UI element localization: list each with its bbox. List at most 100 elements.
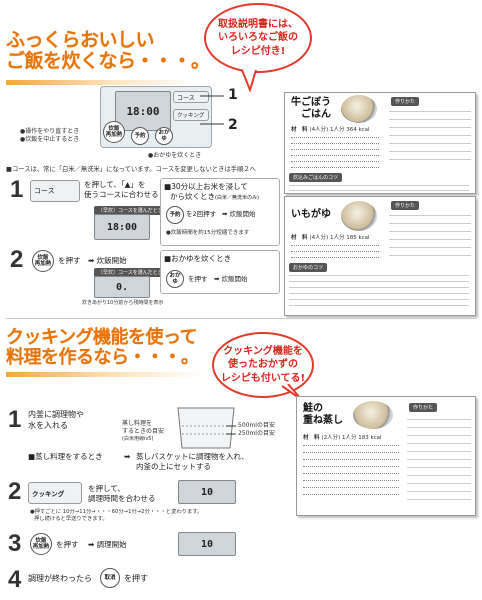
imogayu-servings: (4人分) 1人分 185 kcal — [309, 235, 370, 241]
gobo-material: 材 料 — [291, 127, 308, 133]
s2-step1-text-line1: 内釜に調理物や — [28, 410, 84, 419]
panel-cook-button[interactable]: 炊飯再加熱 — [103, 121, 125, 143]
s2-step2-note-line2: 押し続けると早送りできます。 — [34, 516, 108, 522]
s1-step2-arrow-text: 炊飯開始 — [96, 256, 127, 265]
okayu-box-arrow-text: 炊飯開始 — [221, 275, 248, 283]
okayu-box-arrow: ➡ 炊飯開始 — [214, 275, 248, 283]
section1-headline-underline — [6, 80, 196, 85]
course-note: ■コースは、常に「白米／無洗米」になっています。コースを変更しないときは手順２へ — [6, 166, 256, 173]
imogayu-title: いもがゆ — [291, 209, 331, 220]
bubble-line2: いろいろなご飯の — [218, 32, 298, 44]
sake-material-row: 材 料 (2人分) 1人分 183 kcal — [303, 435, 382, 442]
gobo-material-row: 材 料 (4人分) 1人分 364 kcal — [291, 127, 370, 134]
s2-step2-note-line1: ●押すごとに 10分→11分→・・・60分→1分→2分・・・と変わります。 — [30, 509, 203, 515]
steam-line1: 蒸し料理を — [122, 420, 153, 427]
steam-note-label: ■蒸し料理をするとき — [28, 452, 103, 461]
s1-step2-text: を押す — [58, 256, 81, 265]
okayu-box-button[interactable]: おかゆ — [166, 270, 184, 288]
soak-arrow-text: 炊飯開始 — [229, 210, 256, 218]
s1-step1-tag: 〔早炊〕コースを選んだとき — [94, 206, 167, 215]
s1-step2-number: 2 — [10, 246, 24, 273]
bubble2-line2: 使ったおかずの — [228, 359, 298, 371]
section2-headline-underline — [6, 372, 206, 377]
section2-headline-line2: 料理を作るなら・・・。 — [6, 347, 199, 369]
imogayu-tips: おかゆのコツ — [289, 263, 328, 272]
steam-line3: (白米用線ⅰⅴ5) — [122, 436, 154, 442]
soak-arrow: ➡ 炊飯開始 — [222, 210, 256, 218]
imogayu-howto: 作りかた — [391, 201, 420, 210]
bubble2-line1: クッキング機能を — [223, 345, 303, 357]
panel-callout-1: 1 — [228, 87, 238, 103]
gobo-title: 牛ごぼう ごはん — [291, 97, 331, 120]
bubble-line1: 取扱説明書には、 — [218, 18, 298, 30]
panel-callout-lines — [200, 95, 224, 125]
section1-headline-line1: ふっくらおいしい — [6, 29, 155, 51]
imogayu-photo — [341, 201, 377, 231]
gobo-title-line2: ごはん — [301, 108, 331, 120]
bubble-line3: レシピ付き! — [230, 45, 286, 57]
s1-step1-text-line2: 使うコースに合わせる — [84, 190, 159, 199]
s1-step2-cook-button[interactable]: 炊飯再加熱 — [32, 250, 54, 272]
s1-step1-lcd: 18:00 — [94, 214, 150, 240]
s2-step3-number: 3 — [8, 530, 22, 557]
gobo-title-line1: 牛ごぼう — [291, 97, 331, 108]
s2-step3-arrow: ➡ 調理開始 — [88, 540, 127, 549]
s1-step1-text-line1: を押して、「▲」を — [84, 180, 146, 189]
s2-step4-cancel-button[interactable]: 取消 — [100, 568, 120, 588]
panel-note-okayu: ●おかゆを炊くとき — [148, 152, 202, 159]
sake-title-line2: 重ね蒸し — [303, 415, 343, 426]
recipe-card-gobo: 牛ごぼう ごはん 作りかた 材 料 (4人分) 1人分 364 kcal 炊込み… — [284, 92, 476, 194]
s2-step3-arrow-text: 調理開始 — [96, 540, 127, 549]
steam-note-text-line2: 内釜の上にセットする — [136, 462, 211, 471]
sake-title-line1: 鮭の — [303, 403, 323, 414]
s2-step3-text: を押す — [56, 540, 79, 549]
soak-reserve-button[interactable]: 予約 — [166, 206, 184, 224]
s1-step2-note: 炊きあがり10分前から残時間を表示 — [82, 300, 164, 306]
s1-step1-course-button[interactable]: コース — [30, 180, 80, 202]
recipe-card-imogayu: いもがゆ 作りかた 材 料 (4人分) 1人分 185 kcal おかゆのコツ — [284, 196, 476, 316]
gobo-servings: (4人分) 1人分 364 kcal — [309, 127, 370, 133]
gobo-tips: 炊込みごはんのコツ — [289, 173, 343, 182]
section1-headline-line2: ご飯を炊くなら・・・。 — [6, 50, 210, 73]
okayu-box-title: ■おかゆを炊くとき — [164, 254, 232, 263]
section1-recipe-bubble: 取扱説明書には、 いろいろなご飯の レシピ付き! — [204, 3, 312, 73]
s1-step2-arrow: ➡ 炊飯開始 — [88, 256, 127, 265]
recipe-card-sake: 鮭の 重ね蒸し 作りかた 材 料 (2人分) 1人分 183 kcal — [296, 396, 476, 516]
panel-okayu-button[interactable]: おかゆ — [155, 127, 173, 145]
panel-lcd: 18:00 — [115, 91, 171, 131]
s2-step2-text-line1: を押して、 — [88, 484, 125, 493]
panel-cooking-button[interactable]: クッキング — [173, 109, 209, 121]
s2-step2-number: 2 — [8, 478, 22, 505]
sake-title: 鮭の 重ね蒸し — [303, 403, 343, 427]
s2-step3-lcd: 10 — [178, 532, 236, 556]
panel-callout-2: 2 — [228, 117, 238, 133]
sake-photo — [353, 401, 393, 429]
s2-step4-number: 4 — [8, 566, 22, 593]
s1-step2-lcd: 0. — [94, 276, 150, 298]
soak-title-line2: から炊くとき(白米／無洗米のみ) — [170, 192, 259, 202]
panel-note-stop: ●炊飯を中止するとき — [20, 136, 80, 143]
gobo-photo — [341, 95, 377, 123]
steam-line2: するときの目安 — [122, 428, 165, 435]
gobo-howto: 作りかた — [391, 97, 420, 106]
steam-note-arrow: ➡ — [124, 452, 131, 461]
s2-step4-text: 調理が終わったら — [28, 574, 92, 583]
s1-step1-number: 1 — [10, 176, 24, 203]
section2-headline: クッキング機能を使って 料理を作るなら・・・。 — [6, 327, 199, 369]
panel-lcd-time: 18:00 — [126, 104, 160, 118]
s2-step2-text-line2: 調理時間を合わせる — [88, 494, 156, 503]
section2-recipe-bubble: クッキング機能を 使ったおかずの レシピも付いてる! — [212, 332, 314, 398]
s2-step2-cooking-button[interactable]: クッキング — [28, 482, 82, 504]
s2-step3-cook-button[interactable]: 炊飯再加熱 — [30, 533, 52, 555]
s2-step4-text2: を押す — [124, 574, 148, 583]
steam-note-text-line1: 蒸しバスケットに調理物を入れ、 — [136, 452, 249, 461]
bubble-tail — [241, 70, 257, 92]
s2-step1-text-line2: 水を入れる — [28, 421, 68, 430]
sake-howto: 作りかた — [409, 403, 438, 412]
level-500: 500mlの目安 — [238, 422, 275, 429]
s1-step2-tag: 〔早炊〕コースを選んだとき — [94, 268, 167, 277]
level-250: 250mlの目安 — [238, 430, 275, 437]
section-divider — [6, 318, 476, 319]
panel-reserve-button[interactable]: 予約 — [131, 127, 149, 145]
panel-course-button[interactable]: コース — [173, 91, 209, 103]
